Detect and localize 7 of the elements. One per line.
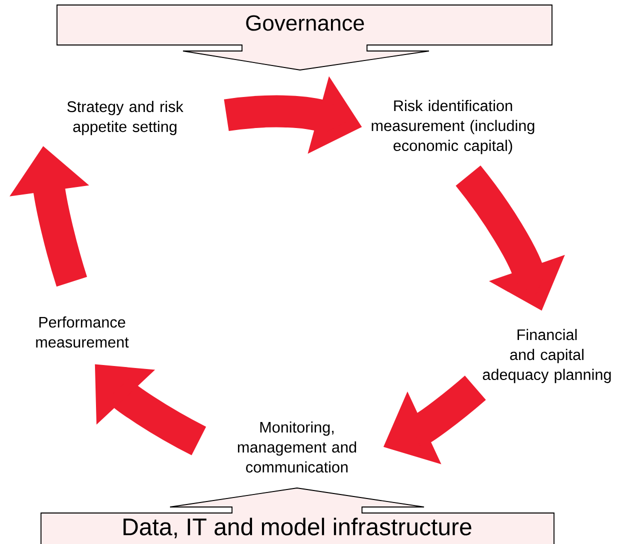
stage-label: Performance measurement [36, 316, 129, 348]
stage-label: Monitoring, management and communication [238, 421, 356, 473]
stage-label: Financial and capital adequacy planning [482, 328, 611, 384]
callout-box: Data, IT and model infrastructure [40, 488, 554, 544]
stage-label: Strategy and risk appetite setting [67, 100, 184, 136]
callout-box: Governance [56, 4, 552, 70]
stage-label: Risk identification measurement (including economic capital) [372, 100, 534, 154]
